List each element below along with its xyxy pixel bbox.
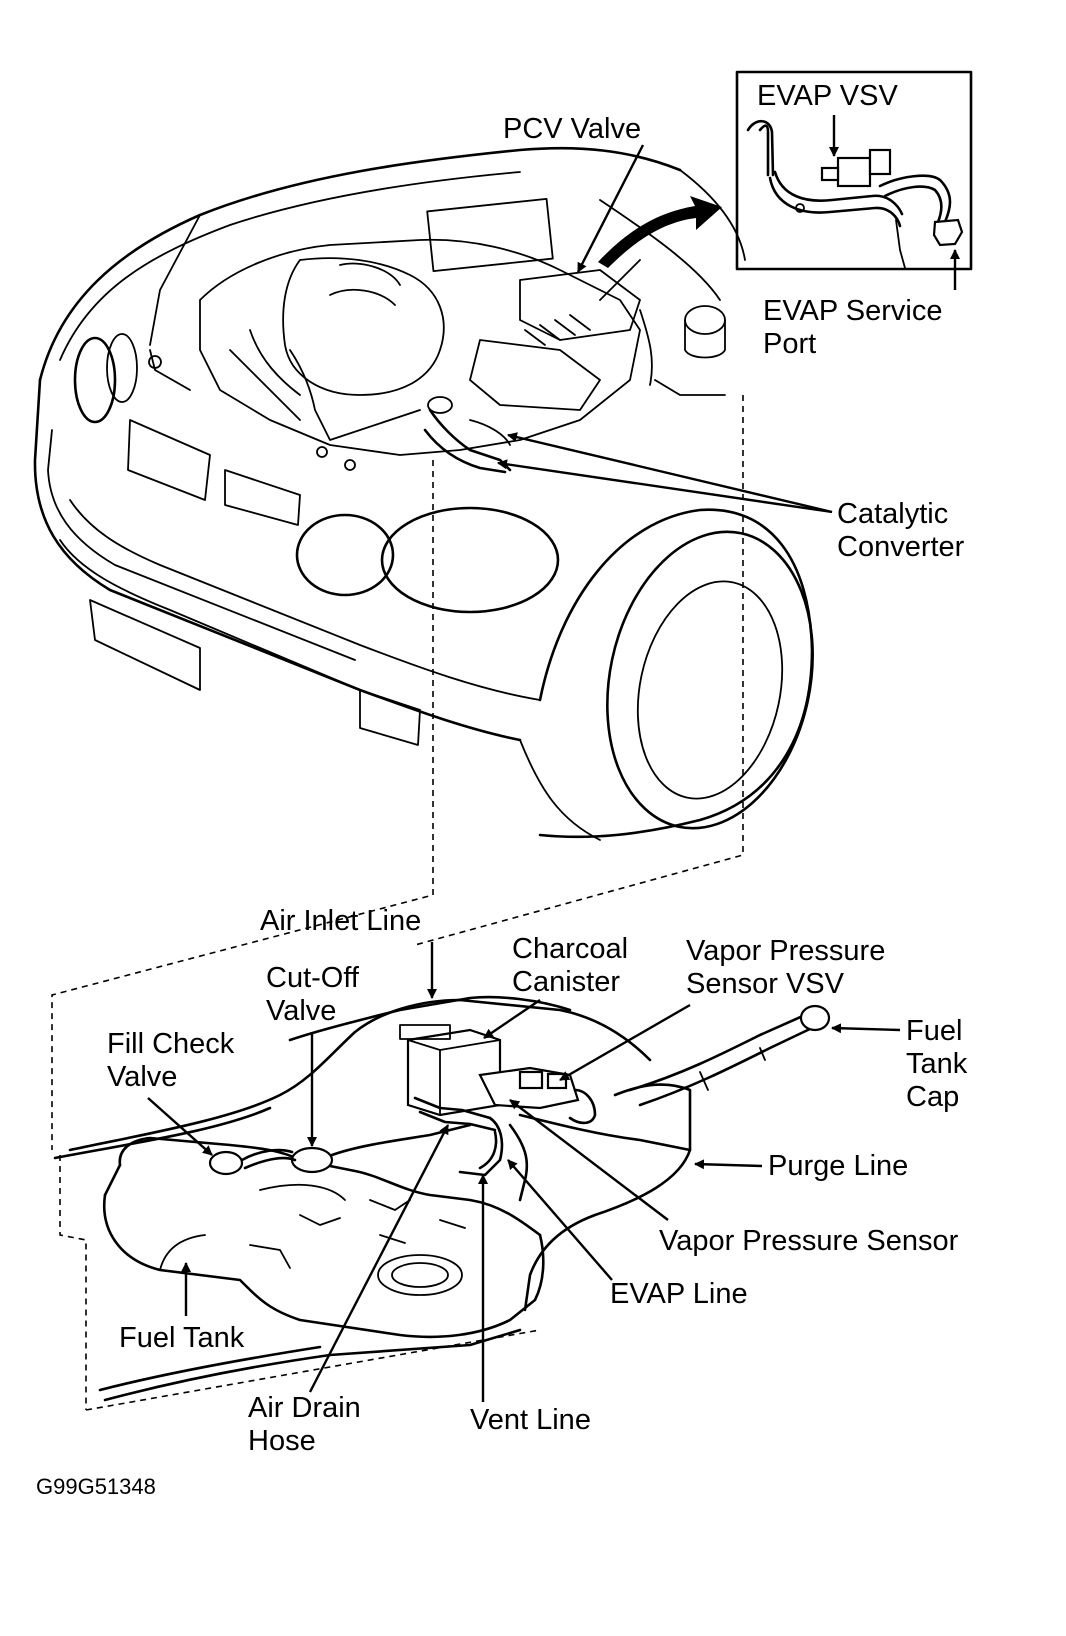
catalytic-converter-leader-2 bbox=[497, 459, 833, 514]
inset-callout-arrow bbox=[598, 196, 722, 268]
air-drain-hose-leader bbox=[308, 1124, 450, 1393]
charcoal-canister-leader bbox=[483, 999, 541, 1039]
label-pcv-valve: PCV Valve bbox=[503, 113, 642, 145]
label-fill-check-valve: Fill Check Valve bbox=[107, 1028, 235, 1093]
label-vent-line: Vent Line bbox=[470, 1404, 591, 1436]
label-air-drain-hose: Air Drain Hose bbox=[248, 1392, 361, 1457]
label-evap-vsv: EVAP VSV bbox=[757, 80, 898, 112]
fuel-tank-cap-leader bbox=[831, 1023, 901, 1034]
catalytic-converter-leader-1 bbox=[507, 432, 833, 514]
figure-id: G99G51348 bbox=[36, 1474, 156, 1499]
projection-lines bbox=[51, 395, 744, 1411]
label-cut-off-valve: Cut-Off Valve bbox=[266, 962, 359, 1027]
label-fuel-tank: Fuel Tank bbox=[119, 1322, 245, 1354]
label-air-inlet-line: Air Inlet Line bbox=[260, 905, 422, 937]
label-vapor-pressure-sensor: Vapor Pressure Sensor bbox=[659, 1225, 959, 1257]
vapor-pressure-sensor-vsv-leader bbox=[559, 1003, 691, 1082]
fill-check-valve-leader bbox=[147, 1097, 213, 1156]
label-purge-line: Purge Line bbox=[768, 1150, 909, 1182]
label-charcoal-canister: Charcoal Canister bbox=[512, 933, 629, 998]
pcv-valve-leader bbox=[576, 144, 645, 273]
leader-lines bbox=[147, 115, 960, 1402]
label-vapor-pressure-sensor-vsv: Vapor Pressure Sensor VSV bbox=[686, 935, 886, 1000]
label-catalytic-converter: Catalytic Converter bbox=[837, 498, 965, 563]
evap-line-leader bbox=[507, 1159, 613, 1281]
label-evap-service-port: EVAP Service Port bbox=[763, 295, 943, 360]
label-evap-line: EVAP Line bbox=[610, 1278, 748, 1310]
vapor-pressure-sensor-leader bbox=[509, 1099, 669, 1221]
fuel-tank-illustration bbox=[53, 995, 831, 1402]
purge-line-leader bbox=[694, 1159, 763, 1170]
vehicle-front-illustration bbox=[33, 146, 814, 841]
label-fuel-tank-cap: Fuel Tank Cap bbox=[906, 1015, 968, 1113]
evap-vsv-inset bbox=[735, 70, 973, 271]
